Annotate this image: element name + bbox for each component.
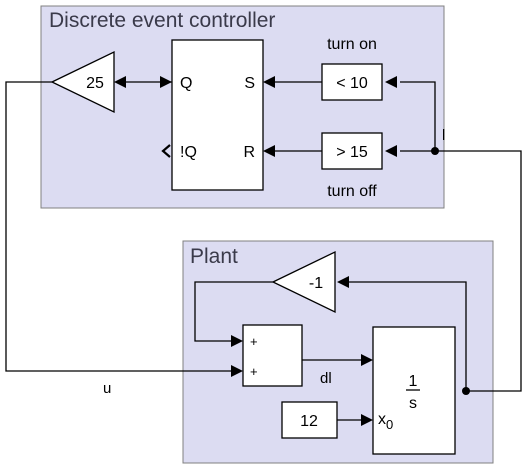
branch-point-plant [462,387,470,395]
arrowhead-into-turn-off [385,145,397,157]
arrowhead-into-integrator [361,354,373,366]
arrowhead-into-turn-on [385,76,397,88]
integrator-ic-port-label: x0 [378,411,393,432]
flip-flop-not-q-port: !Q [180,144,197,161]
not-q-output-port-icon [161,144,171,158]
arrowhead-into-gain-25 [114,76,126,88]
arrowhead-into-sum-upper [231,335,243,347]
initial-condition-value: 12 [300,413,318,430]
signal-label-dl: dl [320,370,332,387]
sr-flip-flop-block[interactable] [171,39,264,191]
flip-flop-s-port: S [244,75,255,92]
plant-title: Plant [190,245,238,268]
integrator-numerator: 1 [409,373,418,390]
sum-sign-lower: + [250,364,258,379]
turn-on-caption: turn on [327,36,377,53]
gain-neg1-label: -1 [309,275,323,292]
arrowhead-into-gain-neg1 [337,276,349,288]
arrowhead-into-r [263,145,275,157]
branch-point-controller [431,147,439,155]
wire-neg-gain-to-sum [194,281,273,342]
integrator-denominator: s [409,395,417,412]
turn-off-caption: turn off [327,183,377,200]
signal-label-l: l [442,127,445,144]
sum-sign-upper: + [250,334,258,349]
arrowhead-into-q [160,76,172,88]
flip-flop-r-port: R [243,144,255,161]
wire-out-to-neg-gain [349,281,467,391]
turn-off-relational-block[interactable] [321,132,383,170]
gain-25-label: 25 [86,75,104,92]
turn-on-relational-block[interactable] [321,63,383,101]
flip-flop-q-port: Q [180,75,192,92]
controller-title: Discrete event controller [49,9,275,32]
gain-neg1-block[interactable] [271,250,336,314]
wire-l-to-turnon [400,81,436,151]
signal-label-u: u [103,380,111,397]
turn-on-relation-label: < 10 [336,75,368,92]
turn-off-relation-label: > 15 [336,144,368,161]
wire-u [5,81,232,372]
arrowhead-into-s [263,76,275,88]
arrowhead-into-sum-lower [231,365,243,377]
sum-block[interactable] [242,324,303,387]
arrowhead-into-ic-port [361,414,373,426]
wire-l-feedback [400,150,522,392]
initial-condition-block[interactable] [281,401,338,439]
